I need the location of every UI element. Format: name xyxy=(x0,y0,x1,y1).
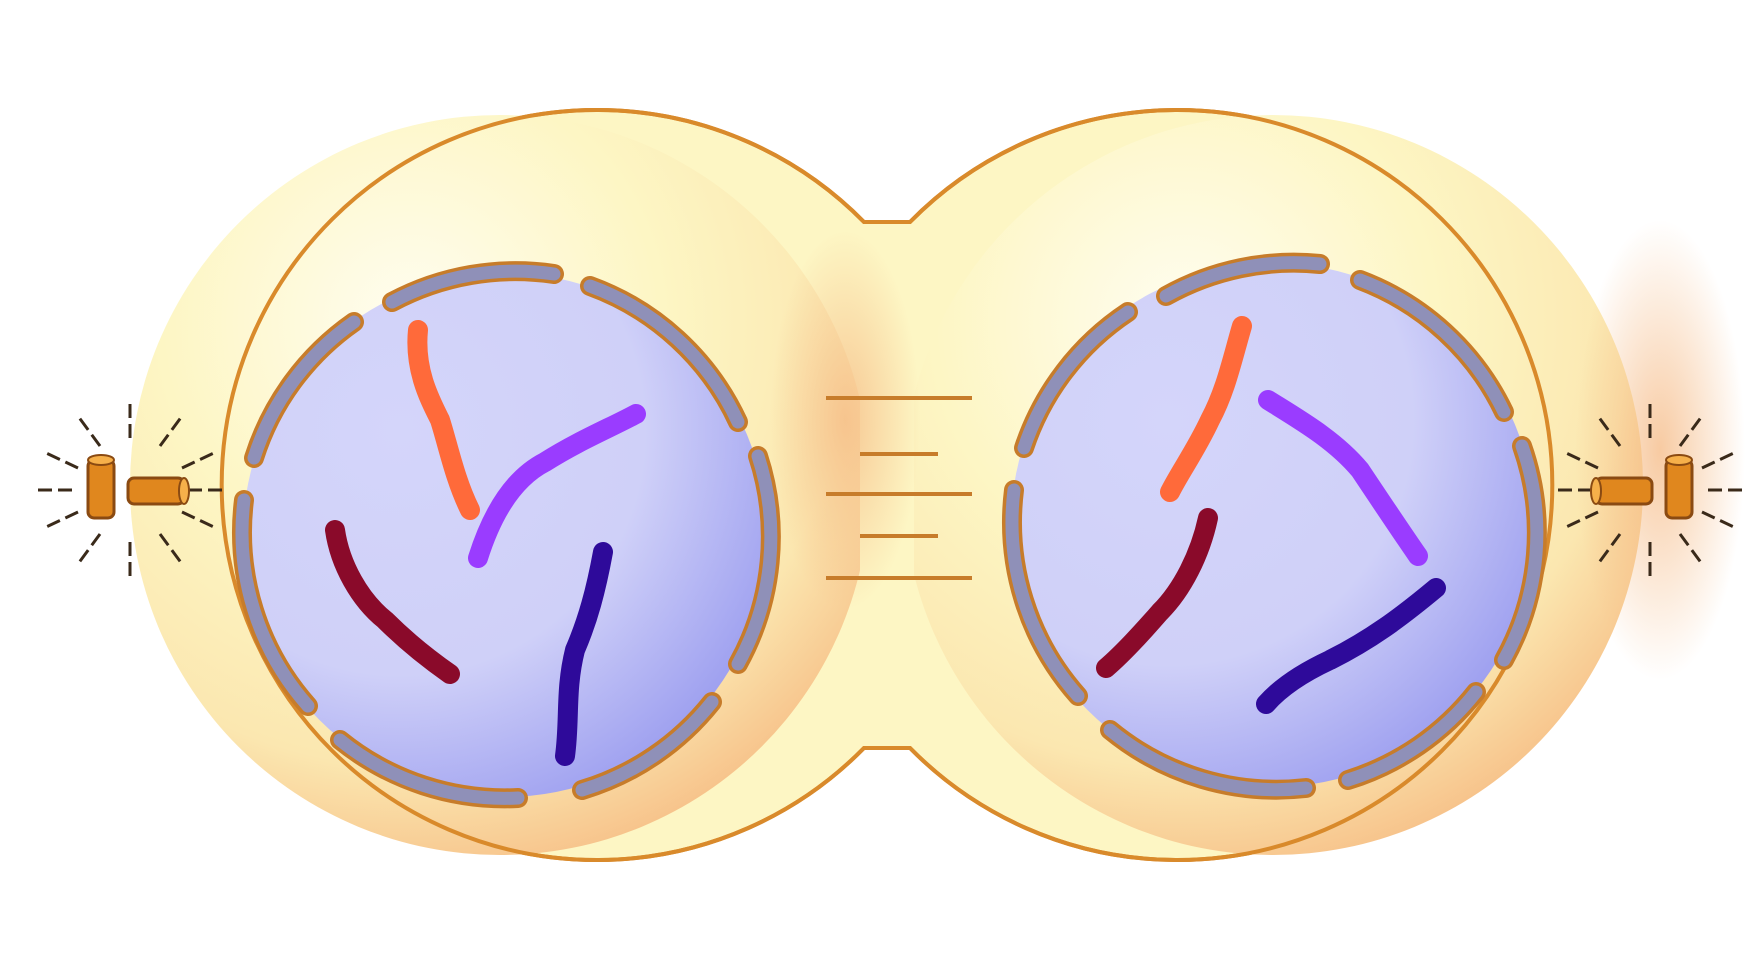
left-nucleus xyxy=(242,271,771,798)
right-nucleus xyxy=(1011,263,1537,790)
